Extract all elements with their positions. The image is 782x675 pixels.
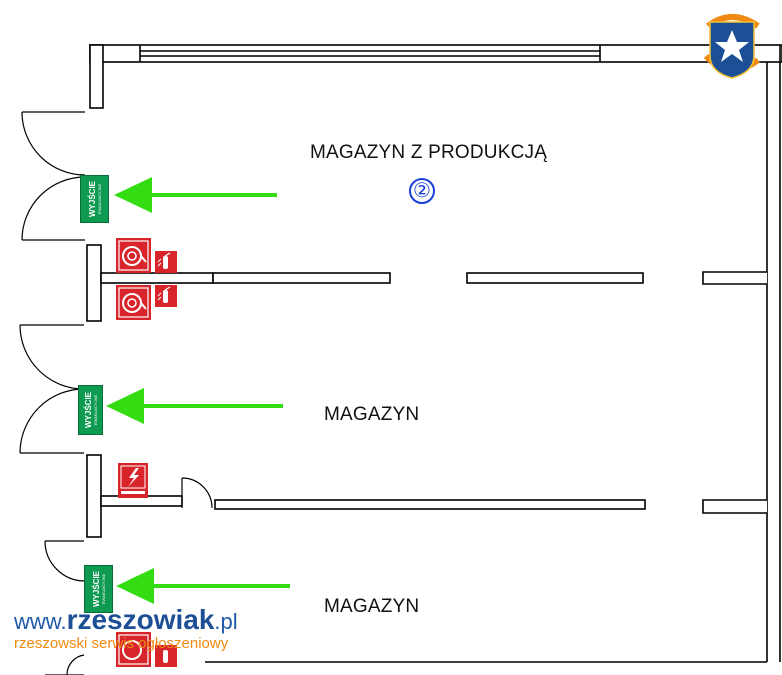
exit-sign-subtitle: EWAKUACYJNE	[96, 183, 102, 215]
room-label-warehouse-3: MAGAZYN	[324, 596, 420, 617]
exit-sign-title: WYJŚCIE	[91, 570, 101, 608]
electrical-hazard-icon	[118, 463, 148, 498]
door-swings	[19, 111, 213, 675]
exit-arrow-1	[114, 177, 277, 213]
watermark: www.rzeszowiak.pl rzeszowski serwis ogło…	[14, 604, 238, 653]
fire-extinguisher-icon	[155, 285, 177, 307]
left-wall-stubs	[86, 244, 102, 538]
fire-extinguisher-icon	[155, 645, 177, 667]
room-number: ②	[413, 180, 431, 202]
exit-arrow-2	[106, 388, 283, 424]
watermark-tagline: rzeszowski serwis ogłoszeniowy	[14, 635, 229, 652]
fire-hose-icon	[116, 238, 151, 273]
room-label-production-warehouse: MAGAZYN Z PRODUKCJĄ	[310, 142, 548, 163]
watermark-url[interactable]: www.rzeszowiak.pl	[14, 604, 238, 635]
fire-service-emblem-icon	[703, 14, 760, 79]
watermark-brand: rzeszowiak	[66, 604, 215, 635]
exit-sign-subtitle: EWAKUACYJNE	[92, 394, 98, 426]
fire-extinguisher-icon	[155, 251, 177, 273]
evacuation-arrows	[106, 177, 290, 604]
room-label-warehouse-2: MAGAZYN	[324, 404, 420, 425]
inner-partitions	[100, 271, 767, 514]
exit-arrow-3	[116, 568, 290, 604]
fire-hose-icon	[116, 285, 151, 320]
exit-sign-title: WYJŚCIE	[83, 391, 93, 429]
watermark-suffix: .pl	[214, 609, 238, 634]
outer-walls	[89, 44, 782, 663]
room-number-badge: ②	[409, 178, 435, 204]
fire-hose-icon	[116, 632, 151, 667]
exit-sign-title: WYJŚCIE	[87, 180, 97, 218]
watermark-prefix: www.	[14, 609, 67, 634]
exit-sign-subtitle: EWAKUACYJNE	[100, 573, 106, 605]
